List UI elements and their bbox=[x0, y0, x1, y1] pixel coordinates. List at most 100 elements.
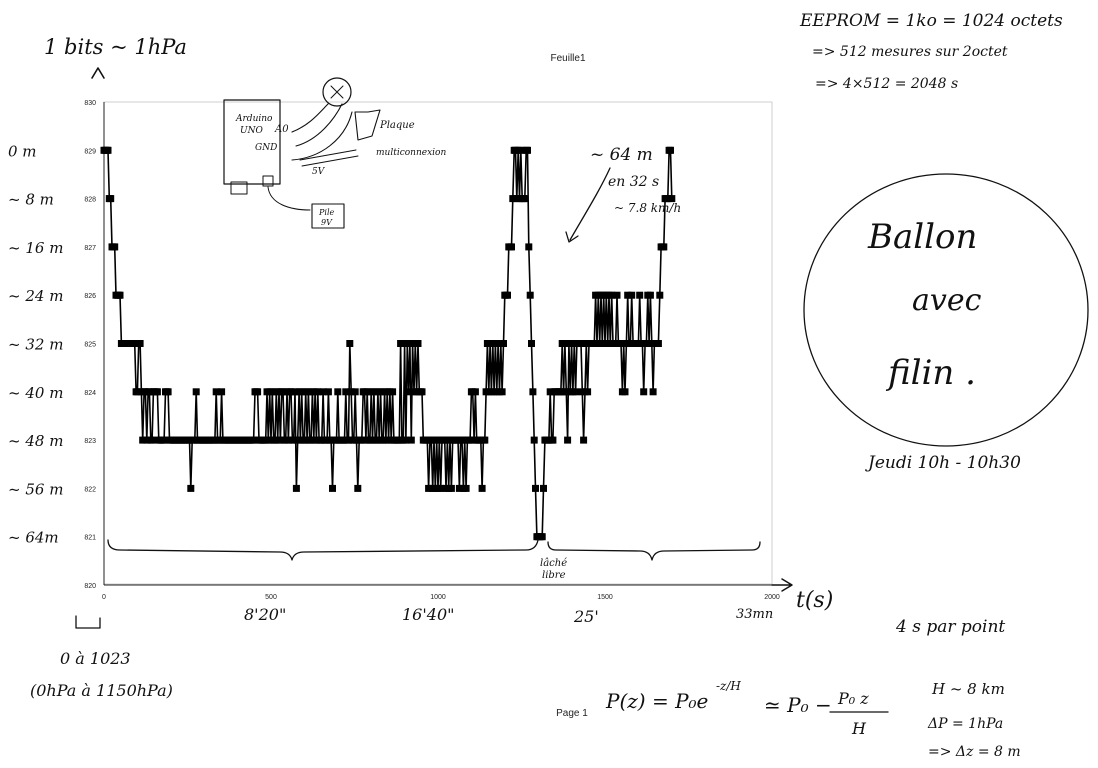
formula-denominator: H bbox=[851, 719, 867, 738]
data-point bbox=[667, 146, 674, 154]
altitude-label: ~ 64m bbox=[8, 529, 59, 547]
balloon-circle bbox=[803, 173, 1089, 447]
data-point bbox=[212, 388, 220, 396]
data-point bbox=[624, 291, 632, 299]
data-point bbox=[462, 484, 470, 492]
data-point bbox=[276, 436, 284, 444]
pressure-sensor-icon bbox=[322, 77, 352, 107]
data-point bbox=[613, 291, 621, 299]
data-point bbox=[646, 291, 654, 299]
data-point bbox=[654, 340, 662, 347]
data-point bbox=[291, 388, 299, 396]
brace-free bbox=[547, 541, 761, 561]
data-point bbox=[621, 388, 629, 396]
adc-range-1: 0 à 1023 bbox=[60, 649, 131, 668]
data-point bbox=[540, 484, 547, 492]
battery-icon bbox=[311, 203, 345, 229]
data-point bbox=[478, 484, 486, 492]
data-point bbox=[292, 484, 300, 492]
data-point bbox=[268, 388, 276, 396]
data-point bbox=[668, 195, 676, 203]
time-mark-3: 25' bbox=[573, 607, 599, 626]
data-point bbox=[334, 388, 342, 396]
data-point bbox=[447, 484, 455, 492]
session-note: Jeudi 10h - 10h30 bbox=[865, 453, 1021, 473]
adc-bracket bbox=[75, 615, 101, 629]
data-point bbox=[107, 195, 115, 203]
data-point bbox=[218, 388, 226, 396]
x-tick-label: 500 bbox=[265, 594, 277, 601]
data-point bbox=[649, 388, 657, 396]
data-point bbox=[564, 436, 572, 444]
y-tick-label: 830 bbox=[84, 100, 96, 107]
data-point bbox=[529, 388, 537, 396]
y-tick-label: 821 bbox=[84, 535, 96, 542]
units-note: 1 bits ~ 1hPa bbox=[44, 35, 187, 59]
physics-note-3: => Δz = 8 m bbox=[928, 744, 1021, 760]
sheet-title: Feuille1 bbox=[550, 53, 585, 64]
y-tick-label: 824 bbox=[84, 390, 96, 397]
data-point bbox=[402, 436, 410, 444]
altitude-label: 0 m bbox=[8, 142, 37, 160]
data-point bbox=[407, 436, 415, 444]
x-tick-label: 2000 bbox=[764, 594, 780, 601]
data-point bbox=[298, 388, 306, 396]
pin-a0-label: A0 bbox=[274, 124, 289, 135]
physics-note-2: ΔP = 1hPa bbox=[927, 716, 1003, 732]
breadboard-wires bbox=[299, 149, 359, 167]
data-point bbox=[549, 436, 557, 444]
sample-rate-note: 4 s par point bbox=[895, 617, 1005, 637]
battery-label-2: 9V bbox=[321, 218, 333, 227]
data-point bbox=[530, 436, 538, 444]
data-point bbox=[466, 436, 474, 444]
data-point bbox=[319, 388, 327, 396]
release-note-2: libre bbox=[542, 570, 566, 581]
data-point bbox=[389, 388, 397, 396]
data-point bbox=[532, 484, 539, 492]
data-point bbox=[640, 388, 648, 396]
data-point bbox=[131, 340, 139, 347]
data-point bbox=[437, 484, 445, 492]
data-point bbox=[584, 388, 592, 396]
breadboard-sketch bbox=[354, 109, 381, 141]
data-point bbox=[538, 533, 546, 541]
data-point bbox=[148, 436, 156, 444]
sensor-cross-mark bbox=[330, 85, 344, 99]
y-tick-label: 829 bbox=[84, 148, 96, 155]
data-point bbox=[370, 388, 378, 396]
battery-label-1: Pile bbox=[318, 208, 335, 217]
x-tick-label: 1000 bbox=[430, 594, 446, 601]
data-point bbox=[160, 436, 168, 444]
data-point bbox=[526, 291, 534, 299]
peak-arrow-line bbox=[569, 167, 611, 241]
y-tick-label: 828 bbox=[84, 197, 96, 204]
peak-note-2: en 32 s bbox=[608, 174, 659, 190]
sensor-wires bbox=[291, 103, 353, 161]
eeprom-line-1: EEPROM = 1ko = 1024 octets bbox=[799, 11, 1063, 31]
data-point bbox=[279, 388, 287, 396]
data-point bbox=[346, 340, 354, 347]
data-point bbox=[418, 388, 426, 396]
battery-wire bbox=[267, 186, 311, 211]
time-mark-4: 33mn bbox=[736, 607, 773, 622]
arduino-board bbox=[223, 99, 281, 185]
breadboard-label-2: multiconnexion bbox=[376, 148, 446, 158]
time-mark-2: 16'40" bbox=[402, 605, 454, 624]
data-point bbox=[345, 436, 352, 444]
arduino-label-1: Arduino bbox=[235, 114, 273, 124]
pressure-series bbox=[100, 146, 676, 541]
arduino-label-2: UNO bbox=[240, 126, 263, 136]
data-point bbox=[500, 340, 507, 347]
data-point bbox=[145, 388, 153, 396]
formula-numerator: P₀ z bbox=[837, 689, 869, 708]
y-arrow-icon bbox=[91, 67, 105, 79]
formula-lhs: P(z) = P₀e bbox=[605, 689, 708, 713]
y-tick-label: 825 bbox=[84, 342, 96, 349]
altitude-label: ~ 56 m bbox=[8, 480, 63, 498]
data-point bbox=[314, 388, 322, 396]
data-point bbox=[498, 388, 506, 396]
data-point bbox=[290, 436, 298, 444]
data-point bbox=[358, 436, 366, 444]
x-tick-label: 0 bbox=[102, 594, 106, 601]
